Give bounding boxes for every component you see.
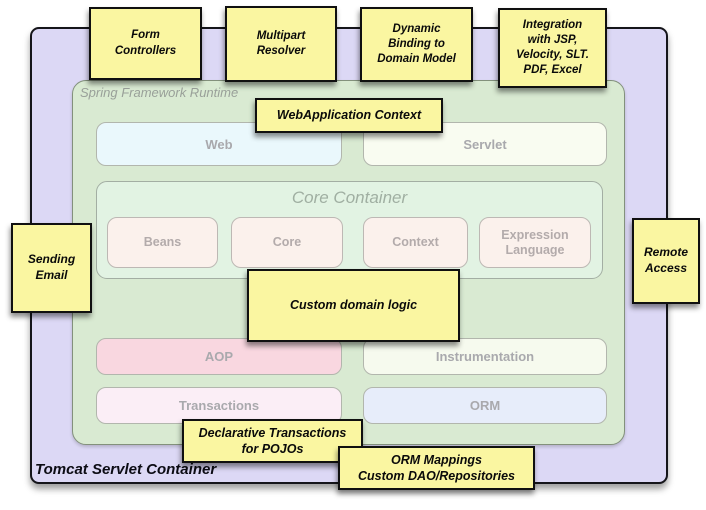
layer-instrumentation: Instrumentation bbox=[363, 338, 607, 375]
core-container-title: Core Container bbox=[291, 188, 408, 207]
layer-web: Web bbox=[96, 122, 342, 166]
module-beans: Beans bbox=[107, 217, 218, 268]
module-context: Context bbox=[363, 217, 468, 268]
spring-framework-runtime-label: Spring Framework Runtime bbox=[80, 85, 239, 100]
layer-aop: AOP bbox=[96, 338, 342, 375]
layer-orm: ORM bbox=[363, 387, 607, 424]
tomcat-servlet-container-label: Tomcat Servlet Container bbox=[35, 461, 217, 478]
module-core: Core bbox=[231, 217, 343, 268]
note-custom-domain-logic: Custom domain logic bbox=[247, 269, 460, 342]
module-expression-language: Expression Language bbox=[479, 217, 591, 268]
note-webapplication-context: WebApplication Context bbox=[255, 98, 443, 133]
